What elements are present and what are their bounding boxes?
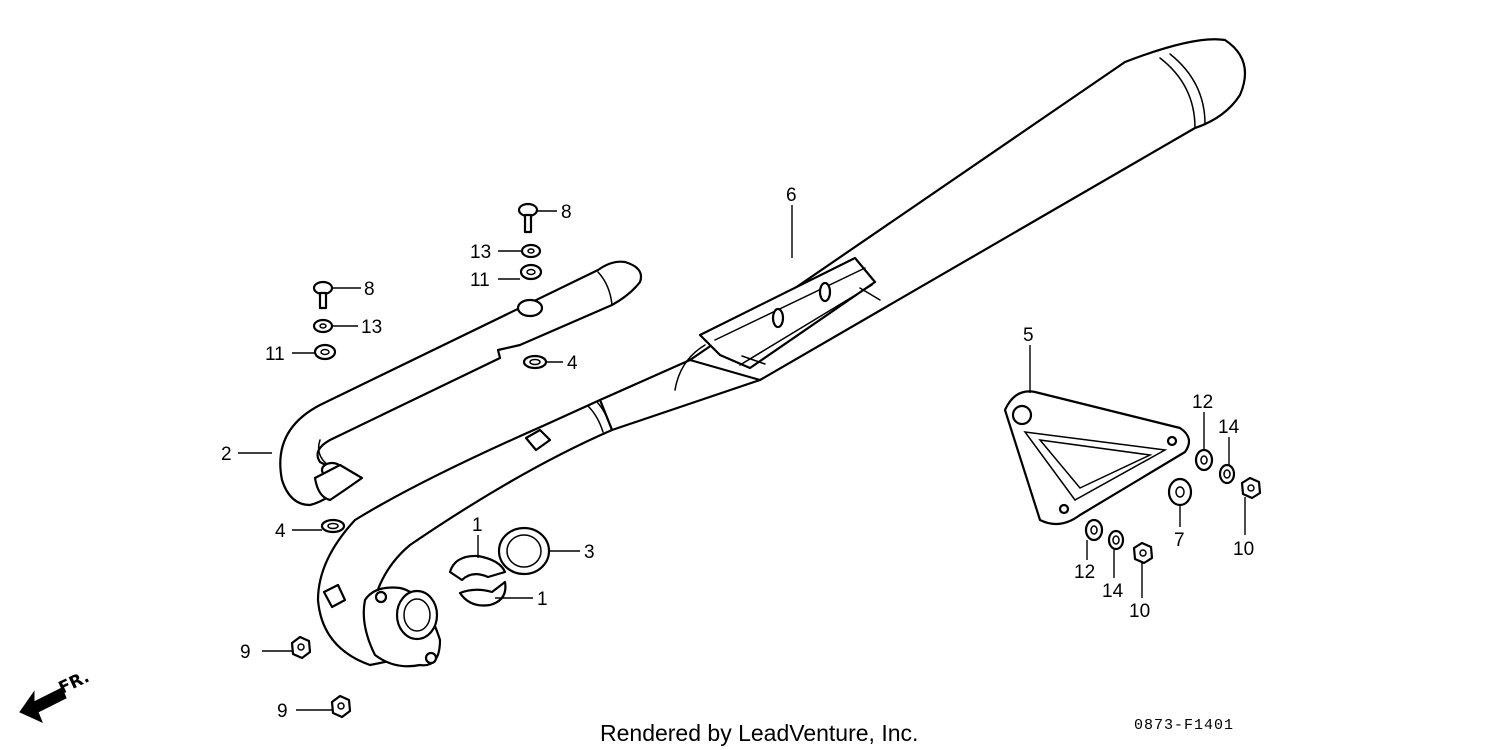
diagram-code: 0873-F1401: [1134, 717, 1234, 734]
washer-12-left[interactable]: [1084, 518, 1104, 542]
nut-10-right[interactable]: [1240, 476, 1262, 500]
flange-nut-lower[interactable]: [330, 694, 352, 719]
front-direction-label: FR.: [56, 667, 93, 698]
heat-shield[interactable]: [279, 260, 643, 507]
callout-3: 3: [584, 542, 595, 563]
callout-14-left: 14: [1102, 581, 1124, 602]
callout-4-upper: 4: [567, 353, 578, 374]
bolt-lower[interactable]: [312, 280, 334, 310]
nut-10-left[interactable]: [1132, 541, 1154, 565]
callout-5: 5: [1023, 325, 1034, 346]
exhaust-muffler-assembly[interactable]: [316, 38, 1247, 668]
callout-8-upper: 8: [561, 202, 572, 223]
rendered-by-credit: Rendered by LeadVenture, Inc.: [600, 720, 918, 746]
muffler-bracket: [698, 256, 881, 370]
washer-14-right[interactable]: [1218, 463, 1236, 485]
callout-13-upper: 13: [470, 242, 491, 263]
callout-11-upper: 11: [470, 270, 490, 291]
front-direction-arrow-icon: FR.: [19, 667, 93, 723]
bolt-upper[interactable]: [517, 202, 539, 234]
gasket-halves[interactable]: [448, 554, 507, 607]
leader-lines: [238, 205, 1246, 711]
callout-9-lower: 9: [277, 701, 288, 722]
callout-14-right: 14: [1218, 417, 1240, 438]
grommet-upper[interactable]: [522, 354, 548, 370]
callout-10-right: 10: [1233, 539, 1254, 560]
callout-8-lower: 8: [364, 279, 375, 300]
callout-12-right: 12: [1192, 392, 1213, 413]
callout-11-lower: 11: [265, 344, 285, 365]
washer-12-right[interactable]: [1194, 448, 1214, 472]
washer-11-lower[interactable]: [313, 343, 337, 361]
callout-1-lower: 1: [537, 589, 548, 610]
callout-13-lower: 13: [361, 317, 382, 338]
washer-13-upper[interactable]: [520, 243, 542, 259]
joint-collar[interactable]: [497, 526, 551, 576]
callout-6: 6: [786, 185, 797, 206]
callout-12-left: 12: [1074, 562, 1095, 583]
muffler-stay-bracket[interactable]: [1003, 390, 1191, 526]
callout-10-left: 10: [1129, 601, 1150, 622]
callout-1-upper: 1: [472, 515, 483, 536]
callout-2: 2: [221, 444, 232, 465]
flange-nut-upper[interactable]: [290, 635, 312, 660]
rubber-7[interactable]: [1167, 477, 1193, 507]
callout-9-upper: 9: [240, 642, 251, 663]
grommet-lower[interactable]: [320, 518, 346, 534]
callout-7: 7: [1174, 530, 1185, 551]
callout-4-lower: 4: [275, 521, 286, 542]
washer-14-left[interactable]: [1107, 529, 1125, 551]
washer-13-lower[interactable]: [312, 318, 334, 334]
washer-11-upper[interactable]: [519, 263, 543, 281]
